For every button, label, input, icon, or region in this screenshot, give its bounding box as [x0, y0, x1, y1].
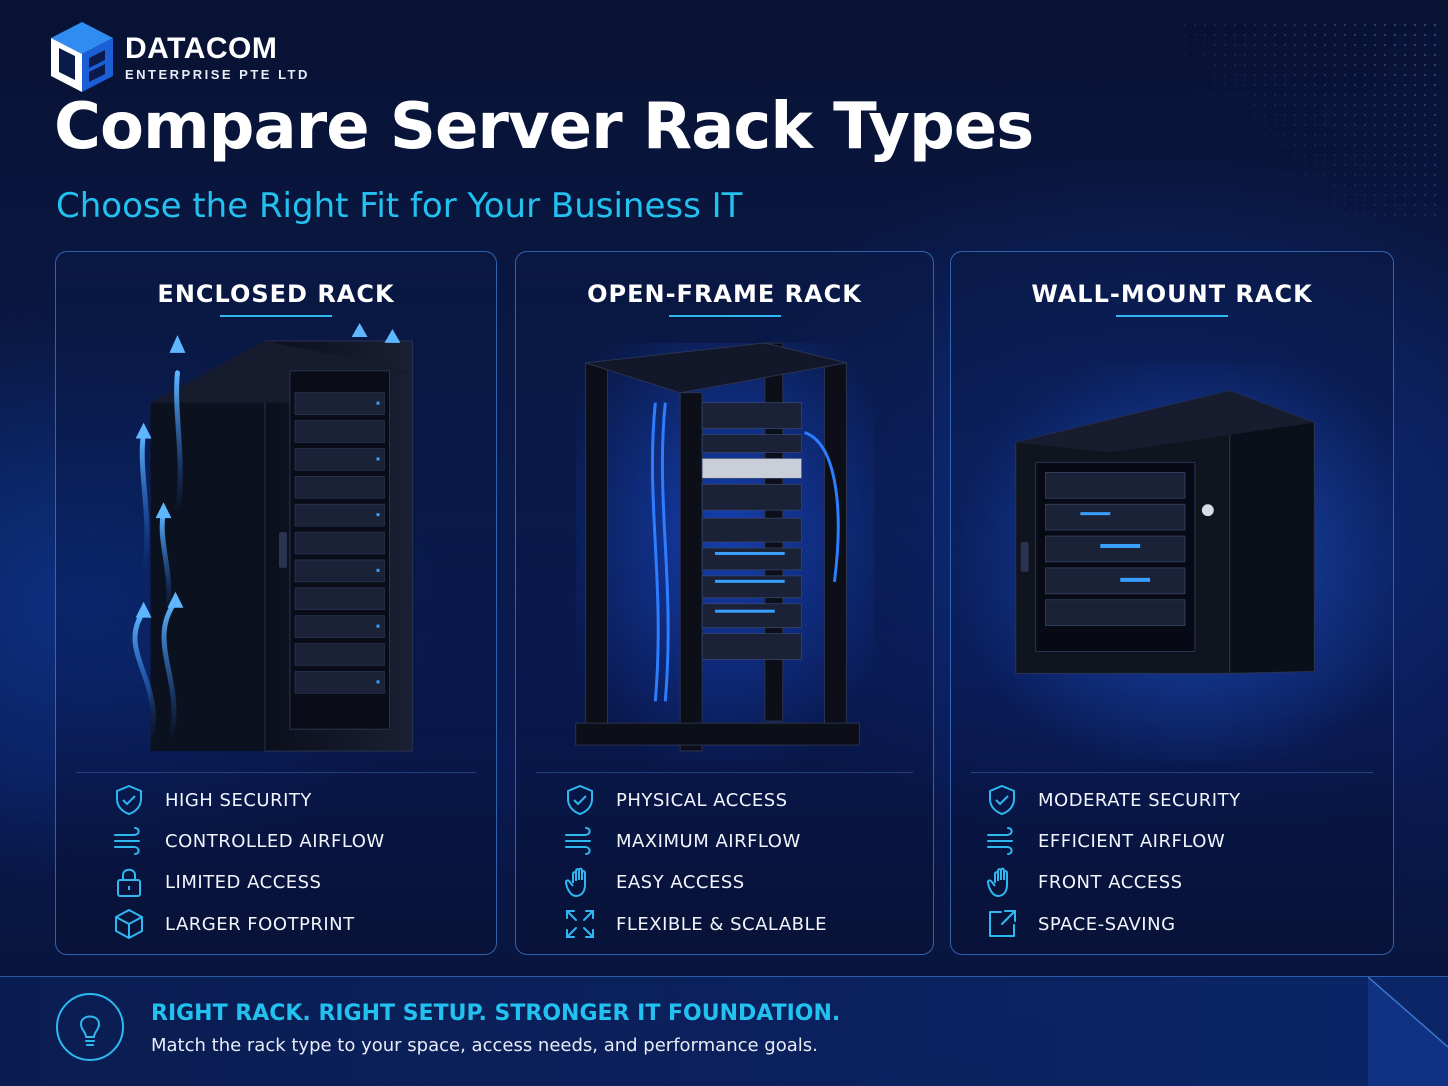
feature-label: FLEXIBLE & SCALABLE: [616, 913, 827, 935]
hand-icon: [564, 867, 586, 897]
title-underline: [1116, 315, 1228, 317]
card-divider: [536, 772, 913, 773]
title-underline: [220, 315, 332, 317]
airflow-icon: [565, 827, 591, 855]
bottom-banner: RIGHT RACK. RIGHT SETUP. STRONGER IT FOU…: [0, 976, 1448, 1086]
page-title: Compare Server Rack Types: [54, 90, 1034, 164]
wall-mount-rack-illustration: [951, 362, 1393, 762]
card-enclosed-rack: ENCLOSED RACK: [55, 251, 497, 955]
card-divider: [76, 772, 476, 773]
airflow-icon: [114, 827, 140, 855]
card-title: OPEN-FRAME RACK: [587, 280, 862, 308]
cube-logo-icon: [51, 22, 113, 92]
lock-icon: [117, 868, 141, 897]
expand-icon: [566, 910, 594, 938]
brand-tagline: ENTERPRISE PTE LTD: [125, 66, 310, 82]
feature-label: SPACE-SAVING: [1038, 913, 1176, 935]
feature-label: LARGER FOOTPRINT: [165, 913, 355, 935]
banner-corner-accent: [1368, 977, 1448, 1086]
cube-icon: [115, 909, 143, 939]
feature-label: PHYSICAL ACCESS: [616, 789, 788, 811]
brand-name: DATACOM: [125, 31, 278, 65]
feature-item: MAXIMUM AIRFLOW: [563, 821, 801, 861]
feature-item: SPACE-SAVING: [985, 904, 1176, 944]
feature-label: EFFICIENT AIRFLOW: [1038, 830, 1226, 852]
banner-text: Match the rack type to your space, acces…: [151, 1035, 818, 1056]
feature-item: LARGER FOOTPRINT: [112, 904, 355, 944]
feature-item: FLEXIBLE & SCALABLE: [563, 904, 827, 944]
enclosed-rack-illustration: [132, 323, 413, 752]
brand-logo: DATACOM ENTERPRISE PTE LTD: [45, 18, 310, 96]
card-title: ENCLOSED RACK: [157, 280, 395, 308]
arrow-out-icon: [989, 910, 1016, 937]
feature-item: EFFICIENT AIRFLOW: [985, 821, 1225, 861]
feature-label: EASY ACCESS: [616, 871, 745, 893]
shield-check-icon: [989, 784, 1015, 816]
page-subtitle: Choose the Right Fit for Your Business I…: [56, 186, 743, 226]
title-underline: [668, 315, 781, 317]
feature-label: HIGH SECURITY: [165, 789, 312, 811]
feature-label: LIMITED ACCESS: [165, 871, 322, 893]
feature-label: CONTROLLED AIRFLOW: [165, 830, 385, 852]
feature-item: FRONT ACCESS: [985, 862, 1183, 902]
feature-item: EASY ACCESS: [563, 862, 745, 902]
card-divider: [971, 772, 1373, 773]
card-open-frame-rack: OPEN-FRAME RACK: [515, 251, 934, 955]
banner-headline: RIGHT RACK. RIGHT SETUP. STRONGER IT FOU…: [151, 1001, 841, 1026]
airflow-icon: [987, 827, 1013, 855]
feature-item: MODERATE SECURITY: [985, 780, 1241, 820]
open-frame-rack-illustration: [575, 342, 875, 761]
feature-label: FRONT ACCESS: [1038, 871, 1183, 893]
feature-item: CONTROLLED AIRFLOW: [112, 821, 385, 861]
hand-icon: [986, 867, 1008, 897]
decorative-dot-grid: [1180, 20, 1440, 220]
card-wall-mount-rack: WALL-MOUNT RACK MODERATE SECURITY EFFICI…: [950, 251, 1394, 955]
shield-check-icon: [116, 784, 142, 816]
feature-item: PHYSICAL ACCESS: [563, 780, 788, 820]
feature-label: MODERATE SECURITY: [1038, 789, 1241, 811]
card-title: WALL-MOUNT RACK: [1031, 280, 1313, 308]
feature-item: HIGH SECURITY: [112, 780, 312, 820]
feature-label: MAXIMUM AIRFLOW: [616, 830, 801, 852]
lightbulb-icon: [56, 993, 124, 1061]
feature-item: LIMITED ACCESS: [112, 862, 321, 902]
shield-check-icon: [567, 784, 593, 816]
